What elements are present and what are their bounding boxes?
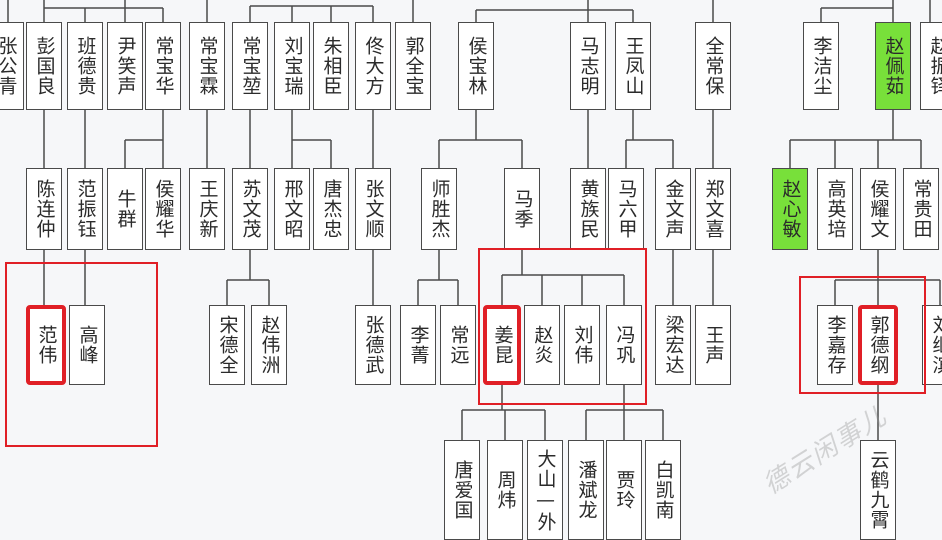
- node-tangaiguo: 唐爱国: [444, 440, 480, 540]
- node-wangqingxin: 王庆新: [189, 168, 225, 250]
- node-maliujia: 马六甲: [608, 168, 644, 250]
- node-partial-right: 赵振铎: [920, 22, 942, 110]
- node-zhuxiangchen: 朱相臣: [313, 22, 349, 110]
- node-fenggong: 冯巩: [606, 305, 642, 385]
- node-zhengwenxi: 郑文喜: [695, 168, 731, 250]
- node-houyaowen: 侯耀文: [860, 168, 896, 250]
- node-lijiacun: 李嘉存: [817, 305, 853, 385]
- node-gaoyingpei: 高英培: [817, 168, 853, 250]
- node-liubaorui: 刘宝瑞: [274, 22, 310, 110]
- node-jinwensheng: 金文声: [655, 168, 691, 250]
- node-wangfengshan: 王凤山: [615, 22, 651, 110]
- highlight-group-right: [799, 276, 926, 394]
- node-zhaopeiru: 赵佩茹: [875, 22, 911, 110]
- node-suwenmao: 苏文茂: [232, 168, 268, 250]
- node-guoquanbao: 郭全宝: [395, 22, 431, 110]
- node-fanzhenyu: 范振钰: [67, 168, 103, 250]
- node-quanchangbao: 全常保: [695, 22, 731, 110]
- node-yinxiaosheng: 尹笑声: [107, 22, 143, 110]
- node-lijiechen: 李洁尘: [803, 22, 839, 110]
- node-houbaolin: 侯宝林: [458, 22, 494, 110]
- node-gaofeng: 高峰: [69, 305, 105, 385]
- node-shishengjie: 师胜杰: [421, 168, 457, 250]
- node-zhangwenshun: 张文顺: [355, 168, 391, 250]
- node-changyuan: 常远: [440, 305, 476, 385]
- node-zhaoyan: 赵炎: [524, 305, 560, 385]
- node-baikainan: 白凯南: [645, 440, 681, 540]
- node-zhaoweizhou: 赵伟洲: [251, 305, 287, 385]
- node-partial-right-row3: 刘继滨: [922, 305, 942, 385]
- node-fanwei: 范伟: [26, 305, 66, 385]
- node-zhangdewu: 张德武: [355, 305, 391, 385]
- node-panbinlong: 潘斌龙: [568, 440, 604, 540]
- node-changbaohua: 常宝华: [145, 22, 181, 110]
- node-changguitian: 常贵田: [903, 168, 939, 250]
- node-houyaohua: 侯耀华: [145, 168, 181, 250]
- node-xingwenzhao: 邢文昭: [274, 168, 310, 250]
- node-zhaoxinmin: 赵心敏: [772, 168, 808, 250]
- node-tangjiezhong: 唐杰忠: [313, 168, 349, 250]
- node-jiangkun: 姜昆: [483, 305, 521, 385]
- highlight-group-middle: [478, 248, 647, 405]
- node-zhanggongqing: 张公青: [0, 22, 24, 110]
- node-mazhiming: 马志明: [570, 22, 606, 110]
- node-zhouwei: 周炜: [487, 440, 523, 540]
- node-huangzumin: 黄族民: [570, 168, 606, 250]
- node-pengguoliang: 彭国良: [26, 22, 62, 110]
- node-wangsheng: 王声: [695, 305, 731, 385]
- highlight-group-left: [5, 262, 158, 447]
- node-jialing: 贾玲: [606, 440, 642, 540]
- node-lijing: 李菁: [400, 305, 436, 385]
- node-songdequan: 宋德全: [209, 305, 245, 385]
- node-dashan: 大山—外: [527, 440, 563, 540]
- node-yunhejiuxiao: 云鹤九霄: [860, 440, 896, 540]
- node-maji: 马季: [504, 168, 540, 250]
- node-niuqun: 牛群: [107, 168, 143, 250]
- node-liuwei: 刘伟: [564, 305, 600, 385]
- node-chenlianzhong: 陈连仲: [26, 168, 62, 250]
- node-lianghongda: 梁宏达: [655, 305, 691, 385]
- node-tongdafang: 佟大方: [355, 22, 391, 110]
- node-bandegui: 班德贵: [67, 22, 103, 110]
- node-changbaokun: 常宝堃: [232, 22, 268, 110]
- node-guodegang: 郭德纲: [858, 305, 898, 385]
- node-changbaolin: 常宝霖: [189, 22, 225, 110]
